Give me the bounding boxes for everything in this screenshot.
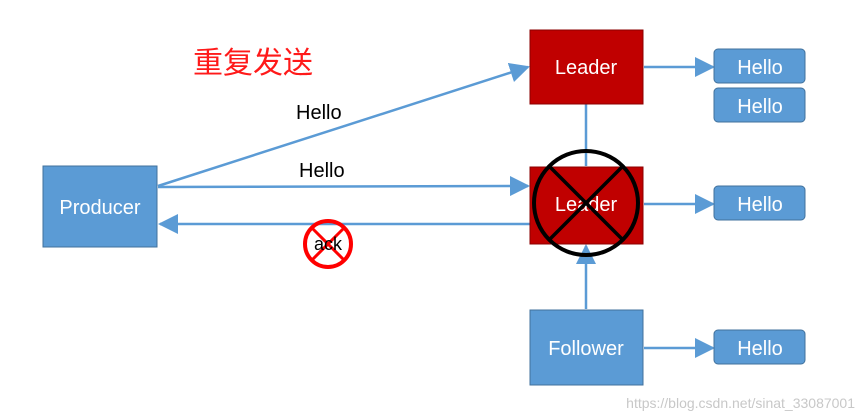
hello-top-1-box	[713, 48, 806, 84]
ack-fail-cross-b	[309, 225, 347, 263]
follower-label: Follower	[548, 338, 624, 360]
producer-node[interactable]: Producer	[42, 165, 158, 248]
edge-label-hello-top: Hello	[296, 102, 342, 124]
follower-node[interactable]: Follower	[529, 309, 644, 386]
leader-top-node[interactable]: Leader	[529, 29, 644, 105]
hello-top-2-label: Hello	[737, 96, 783, 118]
edge-label-hello-mid: Hello	[299, 160, 345, 182]
producer-label: Producer	[59, 197, 140, 219]
diagram-title: 重复发送	[193, 46, 313, 81]
ack-label: ack	[314, 234, 343, 254]
hello-mid-box	[713, 185, 806, 221]
leader-top-label: Leader	[555, 57, 618, 79]
leader-top-box	[529, 29, 644, 105]
hello-top-1-label: Hello	[737, 57, 783, 79]
hello-top-1-node[interactable]: Hello	[713, 48, 806, 84]
hello-mid-label: Hello	[737, 194, 783, 216]
hello-bottom-label: Hello	[737, 338, 783, 360]
hello-bottom-node[interactable]: Hello	[713, 329, 806, 365]
leader-crossed-node[interactable]: Leader	[529, 149, 644, 257]
failed-leader-cross-b	[546, 163, 626, 243]
follower-box	[529, 309, 644, 386]
watermark: https://blog.csdn.net/sinat_33087001	[626, 395, 855, 411]
producer-box	[42, 165, 158, 248]
arrow-producer-to-leader	[157, 62, 530, 188]
failed-ack-marker: ack	[303, 219, 353, 269]
hello-top-2-box	[713, 87, 806, 123]
hello-mid-node[interactable]: Hello	[713, 185, 806, 221]
failed-leader-circle	[532, 149, 640, 257]
hello-top-2-node[interactable]: Hello	[713, 87, 806, 123]
hello-bottom-box	[713, 329, 806, 365]
arrow-producer-to-crossed-leader	[157, 176, 530, 197]
ack-fail-circle	[303, 219, 353, 269]
